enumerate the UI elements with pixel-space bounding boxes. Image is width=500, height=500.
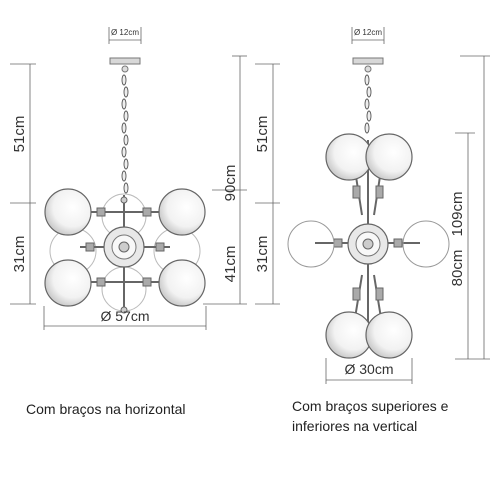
right-height-total-label: 109cm	[449, 191, 466, 236]
left-chandelier-diagram: Ø 12cm	[10, 27, 247, 330]
left-canopy-diameter-label: Ø 12cm	[111, 28, 139, 37]
left-width-label: Ø 57cm	[100, 308, 149, 324]
right-canopy-dimension: Ø 12cm	[351, 27, 385, 44]
right-vertical-globes	[325, 133, 413, 359]
right-side-globes	[287, 220, 450, 268]
right-chandelier-diagram: Ø 12cm	[254, 27, 490, 384]
globe-bottom-right	[365, 311, 413, 359]
right-canopy-diameter-label: Ø 12cm	[354, 28, 382, 37]
right-chain	[364, 74, 372, 134]
right-ceiling-canopy	[352, 57, 384, 65]
left-height-total-label: 90cm	[222, 165, 239, 202]
globe-upper-left	[44, 188, 92, 236]
globe-lower-right	[158, 259, 206, 307]
right-height-lower-label: 31cm	[254, 236, 271, 273]
left-height-dimensions	[10, 55, 247, 305]
right-canopy-hook	[364, 65, 372, 73]
globe-top-left	[325, 133, 373, 181]
left-ceiling-canopy	[109, 57, 141, 65]
right-caption-line-2: inferiores na vertical	[292, 418, 418, 434]
left-canopy-hook	[121, 65, 129, 73]
globe-top-right	[365, 133, 413, 181]
left-central-hub	[103, 196, 145, 314]
globe-lower-left	[44, 259, 92, 307]
left-front-globes	[44, 188, 206, 307]
left-caption: Com braços na horizontal	[26, 401, 186, 417]
right-arms	[315, 140, 420, 330]
right-central-hub	[347, 223, 389, 265]
right-width-dimension	[325, 358, 413, 384]
left-width-dimension	[43, 306, 207, 330]
left-height-lower-label: 31cm	[11, 236, 28, 273]
right-caption: Com braços superiores e inferiores na ve…	[292, 396, 497, 436]
left-canopy-dimension: Ø 12cm	[108, 27, 142, 44]
left-chain	[121, 74, 129, 194]
left-height-body-label: 41cm	[222, 246, 239, 283]
globe-bottom-left	[325, 311, 373, 359]
globe-upper-right	[158, 188, 206, 236]
right-height-dimensions	[255, 55, 490, 360]
left-height-upper-label: 51cm	[11, 116, 28, 153]
right-height-upper-label: 51cm	[254, 116, 271, 153]
right-width-label: Ø 30cm	[344, 361, 393, 377]
right-height-body-label: 80cm	[449, 250, 466, 287]
right-caption-line-1: Com braços superiores e	[292, 398, 449, 414]
